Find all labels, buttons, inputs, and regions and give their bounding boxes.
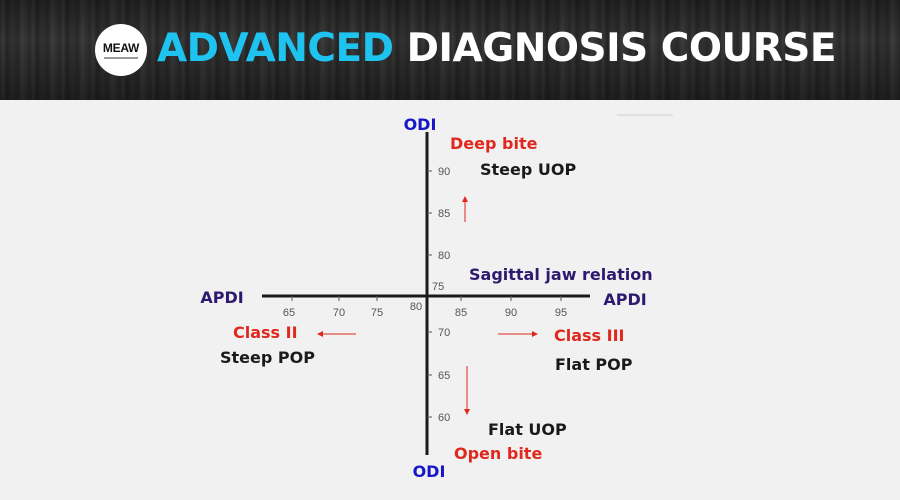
vtick-85: 85 [438,208,450,220]
htick-95: 95 [555,307,567,319]
flat-pop-label: Flat POP [555,355,633,374]
vtick-70: 70 [438,327,450,339]
meaw-logo: MEAW [95,24,147,76]
vtick-80: 80 [438,250,450,262]
apdi-label-right: APDI [603,290,646,309]
vtick-65: 65 [438,370,450,382]
horizontal-tick-marks [291,296,562,301]
class-iii-label: Class III [554,326,625,345]
header-banner: MEAW ADVANCED DIAGNOSIS COURSE [0,0,900,100]
odi-label-bottom: ODI [413,462,446,481]
vertical-tick-marks [427,170,432,418]
title-accent: ADVANCED [157,26,394,71]
open-bite-label: Open bite [454,444,542,463]
deep-bite-label: Deep bite [450,134,538,153]
htick-80: 80 [410,301,422,313]
diagram-area: 90 85 80 75 70 65 60 65 70 75 80 85 90 9… [0,100,900,500]
vtick-90: 90 [438,166,450,178]
vtick-60: 60 [438,412,450,424]
sagittal-jaw-relation-label: Sagittal jaw relation [469,265,653,284]
htick-90: 90 [505,307,517,319]
course-title: ADVANCED DIAGNOSIS COURSE [157,22,836,76]
odi-apdi-diagram: 90 85 80 75 70 65 60 65 70 75 80 85 90 9… [200,114,673,481]
htick-65: 65 [283,307,295,319]
title-rest: DIAGNOSIS COURSE [406,26,837,71]
steep-pop-label: Steep POP [220,348,315,367]
vtick-75: 75 [432,281,444,293]
steep-uop-label: Steep UOP [480,160,576,179]
apdi-label-left: APDI [200,288,243,307]
htick-70: 70 [333,307,345,319]
logo-underline [104,57,138,59]
logo-text: MEAW [102,41,140,55]
flat-uop-label: Flat UOP [488,420,567,439]
odi-label-top: ODI [404,115,437,134]
class-ii-label: Class II [233,323,298,342]
htick-75: 75 [371,307,383,319]
htick-85: 85 [455,307,467,319]
